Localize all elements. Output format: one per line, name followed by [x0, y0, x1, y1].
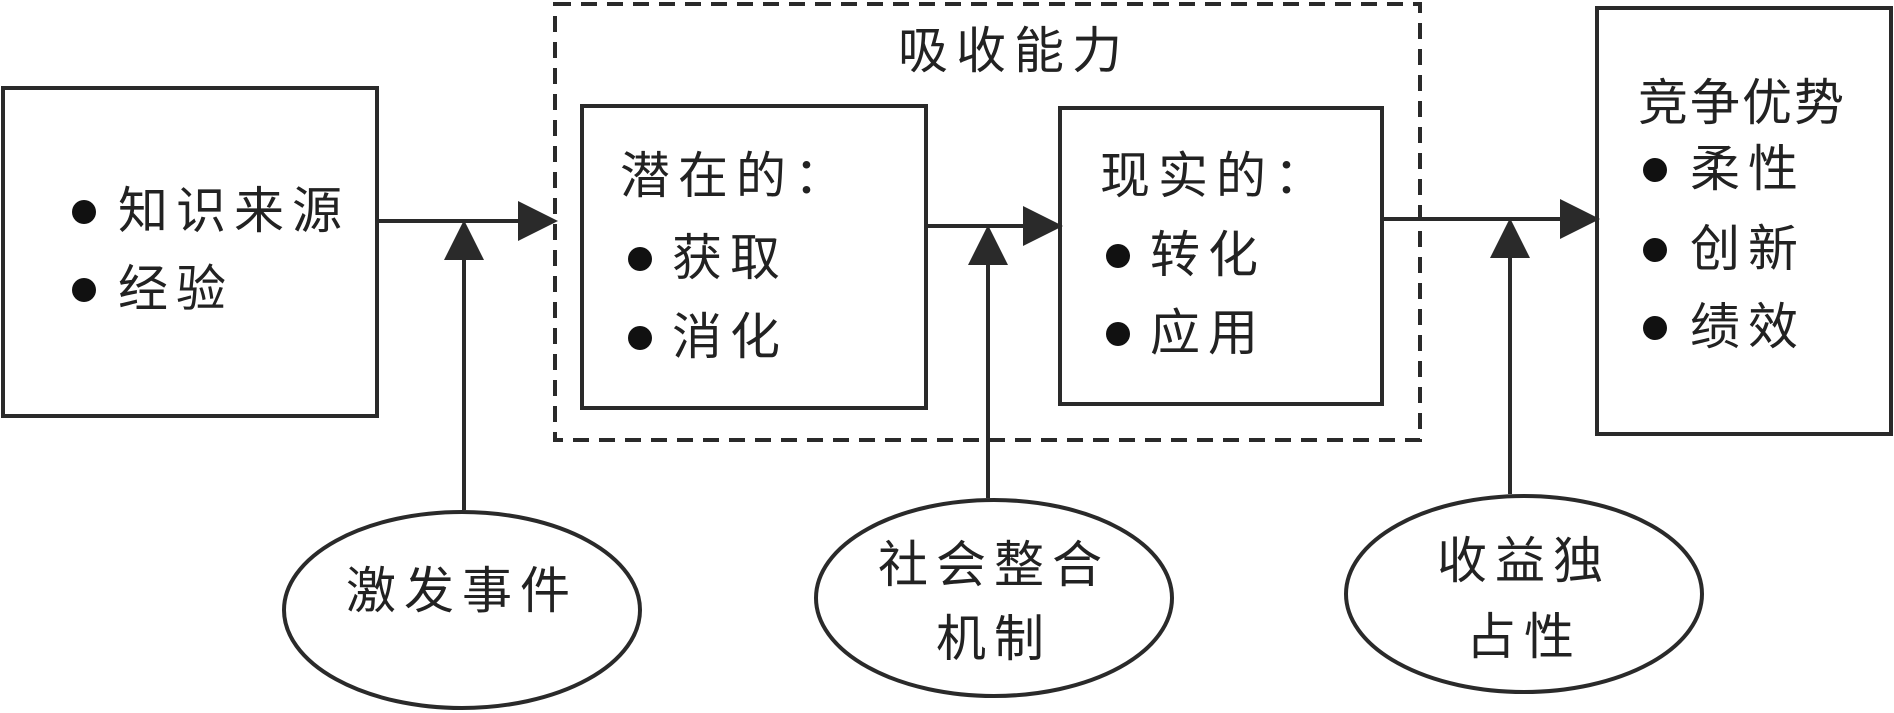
competitive-advantage-item-3: 绩效: [1690, 298, 1806, 356]
competitive-advantage-box: 竞争优势 柔性 创新 绩效: [1595, 6, 1893, 436]
competitive-advantage-item-1: 柔性: [1690, 140, 1806, 198]
potential-item-1: 获取: [672, 229, 788, 287]
appropriability-label-1: 收益独: [1437, 532, 1611, 590]
appropriability-label-2: 占性: [1466, 608, 1582, 666]
potential-heading: 潜在的：: [620, 147, 852, 205]
knowledge-source-item-2: 经验: [118, 260, 234, 318]
social-integration-label-2: 机制: [936, 610, 1052, 668]
potential-capacity-box: 潜在的： 获取 消化: [580, 104, 928, 410]
realized-item-1: 转化: [1150, 226, 1266, 284]
realized-item-2: 应用: [1150, 304, 1266, 362]
realized-heading: 现实的：: [1100, 147, 1332, 205]
realized-capacity-box: 现实的： 转化 应用: [1058, 106, 1384, 406]
knowledge-source-item-1: 知识来源: [118, 182, 350, 240]
social-integration-node: 社会整合 机制: [814, 498, 1174, 698]
activation-trigger-label: 激发事件: [346, 562, 578, 620]
activation-trigger-node: 激发事件: [282, 510, 642, 710]
absorptive-capacity-title: 吸收能力: [898, 22, 1130, 80]
competitive-advantage-heading: 竞争优势: [1638, 74, 1846, 132]
potential-item-2: 消化: [672, 308, 788, 366]
competitive-advantage-item-2: 创新: [1690, 220, 1806, 278]
appropriability-node: 收益独 占性: [1344, 494, 1704, 694]
social-integration-label-1: 社会整合: [878, 536, 1110, 594]
knowledge-source-box: 知识来源 经验: [1, 86, 379, 418]
